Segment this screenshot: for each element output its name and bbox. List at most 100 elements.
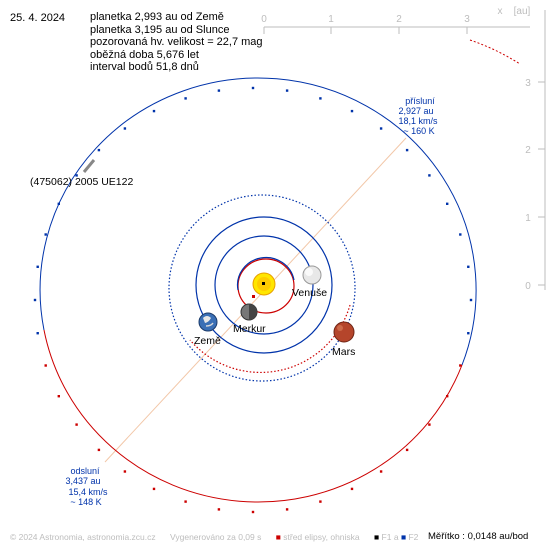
orbit-point: [319, 97, 322, 100]
mercury-orbit-above: [236, 256, 295, 291]
info-line-earth-distance: planetka 2,993 au od Země: [90, 11, 224, 23]
orbit-point: [350, 109, 354, 113]
legend-f2-marker: ■: [400, 532, 407, 542]
svg-text:přísluní: přísluní: [405, 96, 435, 106]
orbit-point: [251, 86, 255, 90]
apsis-line: [104, 137, 407, 463]
y-tick-label: 0: [525, 281, 531, 292]
orbit-point: [428, 174, 431, 177]
copyright-text: © 2024 Astronomia, astronomia.zcu.cz: [10, 532, 156, 542]
orbit-point: [446, 395, 449, 398]
info-line-magnitude: pozorovaná hv. velikost = 22,7 mag: [90, 36, 263, 48]
mars-label: Mars: [332, 346, 355, 358]
svg-text:3,437 au: 3,437 au: [65, 476, 100, 486]
svg-text:~ 160 K: ~ 160 K: [403, 126, 434, 136]
venus-icon: [302, 265, 322, 285]
x-tick-label: 3: [464, 14, 470, 25]
orbit-point: [459, 233, 462, 236]
venus-orbit: [214, 235, 314, 335]
asteroid-orbit-points: [33, 86, 473, 514]
mercury-icon: [240, 303, 258, 321]
info-line-period: oběžná doba 5,676 let: [90, 48, 199, 61]
footer: © 2024 Astronomia, astronomia.zcu.cz Vyg…: [10, 532, 418, 542]
x-axis: [263, 26, 530, 34]
svg-text:~ 148 K: ~ 148 K: [70, 497, 101, 507]
orbit-point: [97, 148, 101, 152]
mercury-label: Merkur: [233, 323, 266, 335]
orbit-point: [152, 109, 156, 113]
legend-f1-marker: ■: [374, 532, 380, 542]
orbit-point: [350, 487, 354, 491]
svg-text:2,927 au: 2,927 au: [398, 106, 433, 116]
asteroid-orbit-outer-part: [469, 39, 521, 65]
asteroid-orbit-below: [43, 329, 463, 503]
ellipse-center-marker: [252, 295, 255, 298]
mars-icon: [333, 321, 355, 343]
x-tick-label: 0: [261, 14, 267, 25]
orbit-point: [251, 510, 255, 514]
orbit-point: [446, 202, 449, 205]
orbit-point: [184, 97, 187, 100]
orbit-point: [75, 423, 78, 426]
orbit-point: [184, 500, 187, 503]
info-line-sun-distance: planetka 3,195 au od Slunce: [90, 23, 230, 36]
earth-orbit: [195, 216, 333, 354]
orbit-point: [469, 298, 473, 302]
sun-icon: [252, 272, 276, 296]
orbit-point: [57, 202, 60, 205]
orbit-point: [123, 127, 127, 130]
perihelion-label: přísluní 2,927 au 18,1 km/s ~ 160 K: [398, 96, 438, 136]
orbit-point: [152, 487, 156, 491]
aphelion-label: odsluní 3,437 au 15,4 km/s ~ 148 K: [65, 466, 108, 507]
orbit-point: [36, 332, 39, 335]
orbit-point: [44, 364, 47, 367]
orbit-point: [57, 395, 60, 398]
info-line-interval: interval bodů 51,8 dnů: [90, 61, 199, 73]
orbit-point: [75, 174, 78, 177]
orbit-point: [285, 508, 289, 511]
y-tick-labels: 3 2 1 0: [525, 78, 531, 292]
svg-text:15,4 km/s: 15,4 km/s: [68, 487, 108, 497]
x-tick-label: 1: [328, 14, 334, 25]
orbit-point: [217, 508, 221, 511]
legend-f2-text: F2: [408, 532, 419, 542]
orbit-point: [319, 500, 322, 503]
orbit-point: [285, 89, 289, 92]
axis-unit-label: [au]: [514, 6, 531, 17]
y-axis: [538, 10, 546, 290]
asteroid-label: (475062) 2005 UE122: [30, 176, 133, 188]
y-tick-label: 1: [525, 213, 531, 224]
legend-center-text: střed elipsy, ohniska: [283, 532, 360, 542]
orbit-point: [405, 448, 409, 452]
scale-text: Měřítko : 0,0148 au/bod: [428, 531, 529, 542]
legend-center-marker: ■: [275, 532, 281, 542]
asteroid-info: planetka 2,993 au od Země planetka 3,195…: [90, 11, 263, 74]
mars-orbit: [168, 194, 356, 382]
orbit-point: [467, 265, 470, 268]
orbit-point: [379, 470, 383, 473]
x-tick-label: 2: [396, 14, 402, 25]
earth-label: Země: [194, 335, 221, 347]
orbit-point: [97, 448, 101, 452]
venus-label: Venuše: [292, 287, 327, 299]
generated-text: Vygenerováno za 0,09 s: [170, 532, 262, 542]
x-tick-labels: 0 1 2 3 x [au]: [261, 6, 530, 25]
orbit-point: [36, 265, 39, 268]
orbit-point: [428, 423, 431, 426]
orbit-point: [405, 148, 409, 152]
earth-icon: [198, 312, 218, 332]
orbit-point: [217, 89, 221, 92]
orbit-point: [44, 233, 47, 236]
y-tick-label: 3: [525, 78, 531, 89]
y-tick-label: 2: [525, 145, 531, 156]
orbit-point: [123, 470, 127, 473]
orbit-point: [379, 127, 383, 130]
orbit-point: [467, 332, 470, 335]
orbit-point: [33, 298, 37, 302]
date-label: 25. 4. 2024: [10, 12, 66, 24]
asteroid-orbit-above: [39, 77, 477, 366]
asteroid-icon: [82, 159, 96, 173]
orbit-point: [459, 364, 462, 367]
svg-text:odsluní: odsluní: [70, 466, 100, 476]
